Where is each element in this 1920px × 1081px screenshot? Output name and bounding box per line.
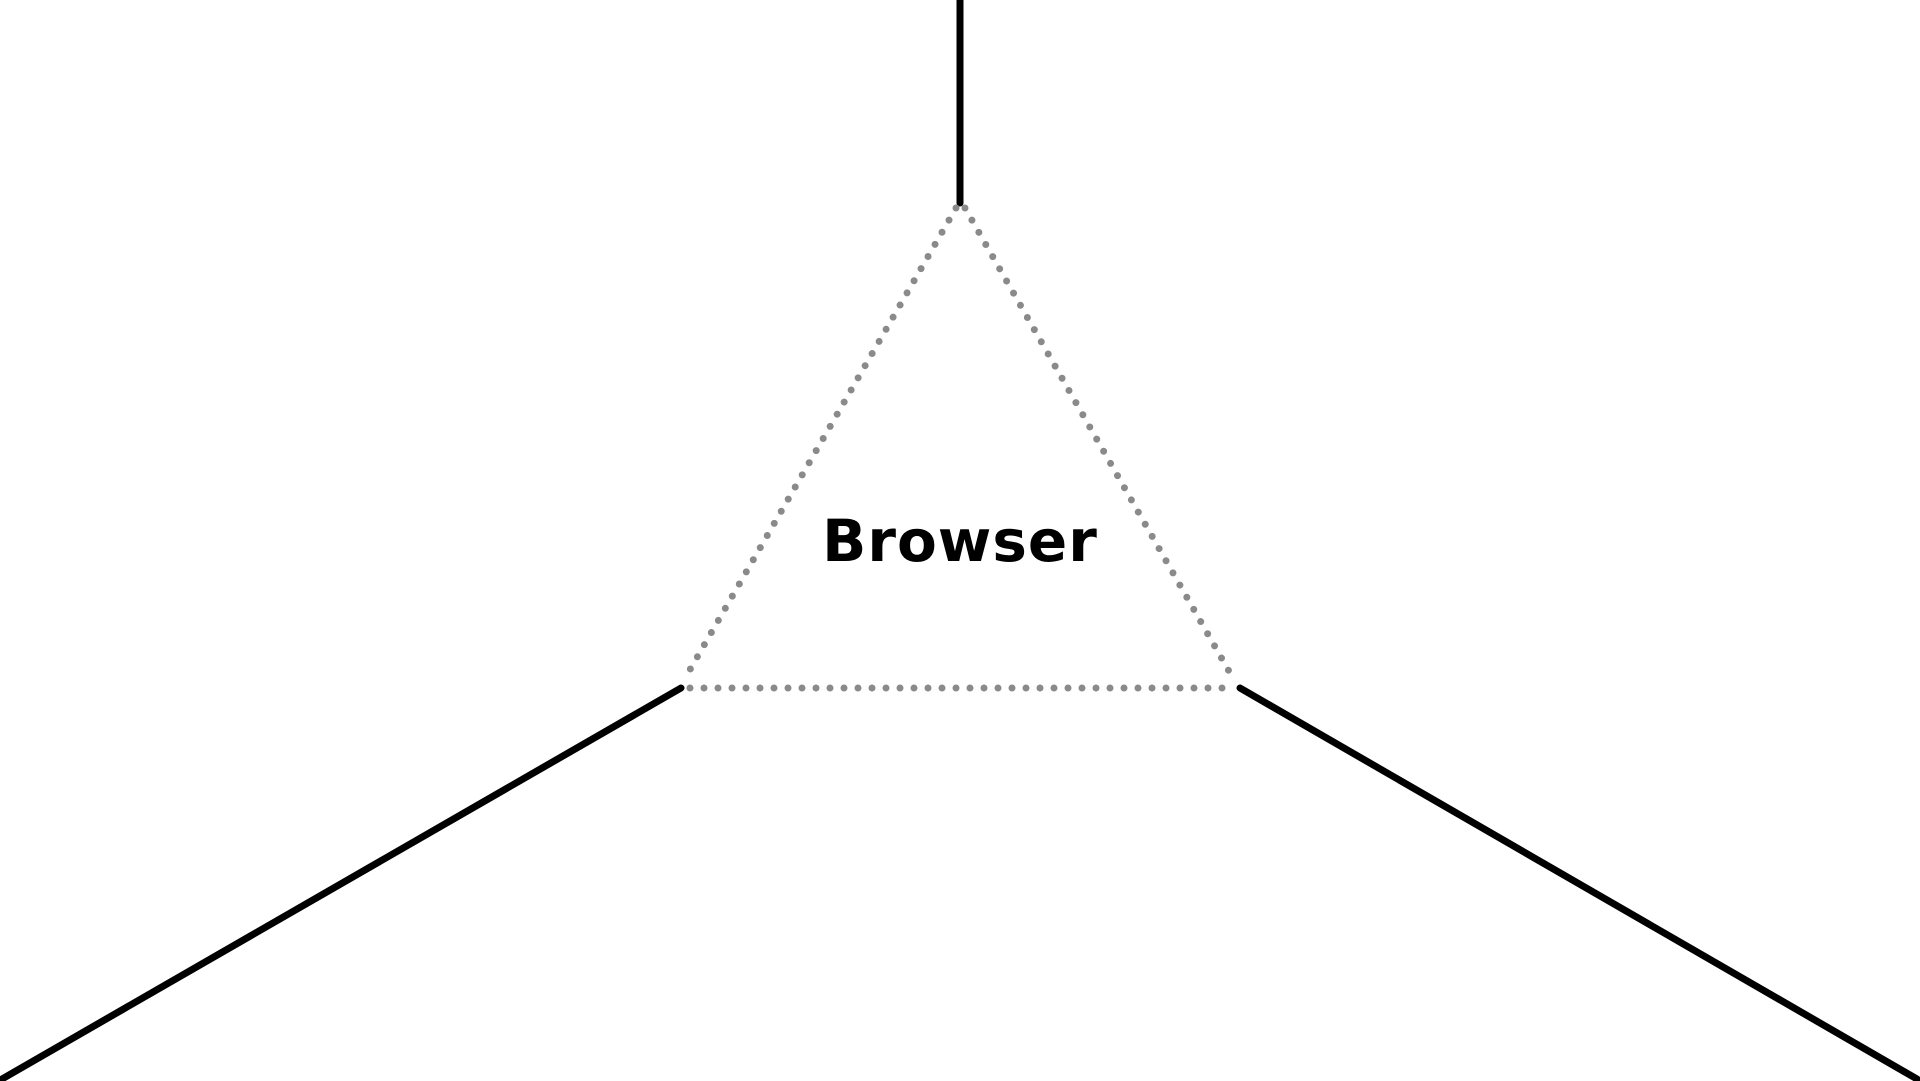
node-label: Browser [822, 507, 1098, 575]
node-triangle-outline [680, 204, 1238, 692]
edge-bottom-right [1236, 684, 1920, 1081]
triangle-side-left [680, 204, 960, 684]
edge-bottom-left [0, 684, 685, 1081]
triangle-side-right [961, 204, 1238, 684]
